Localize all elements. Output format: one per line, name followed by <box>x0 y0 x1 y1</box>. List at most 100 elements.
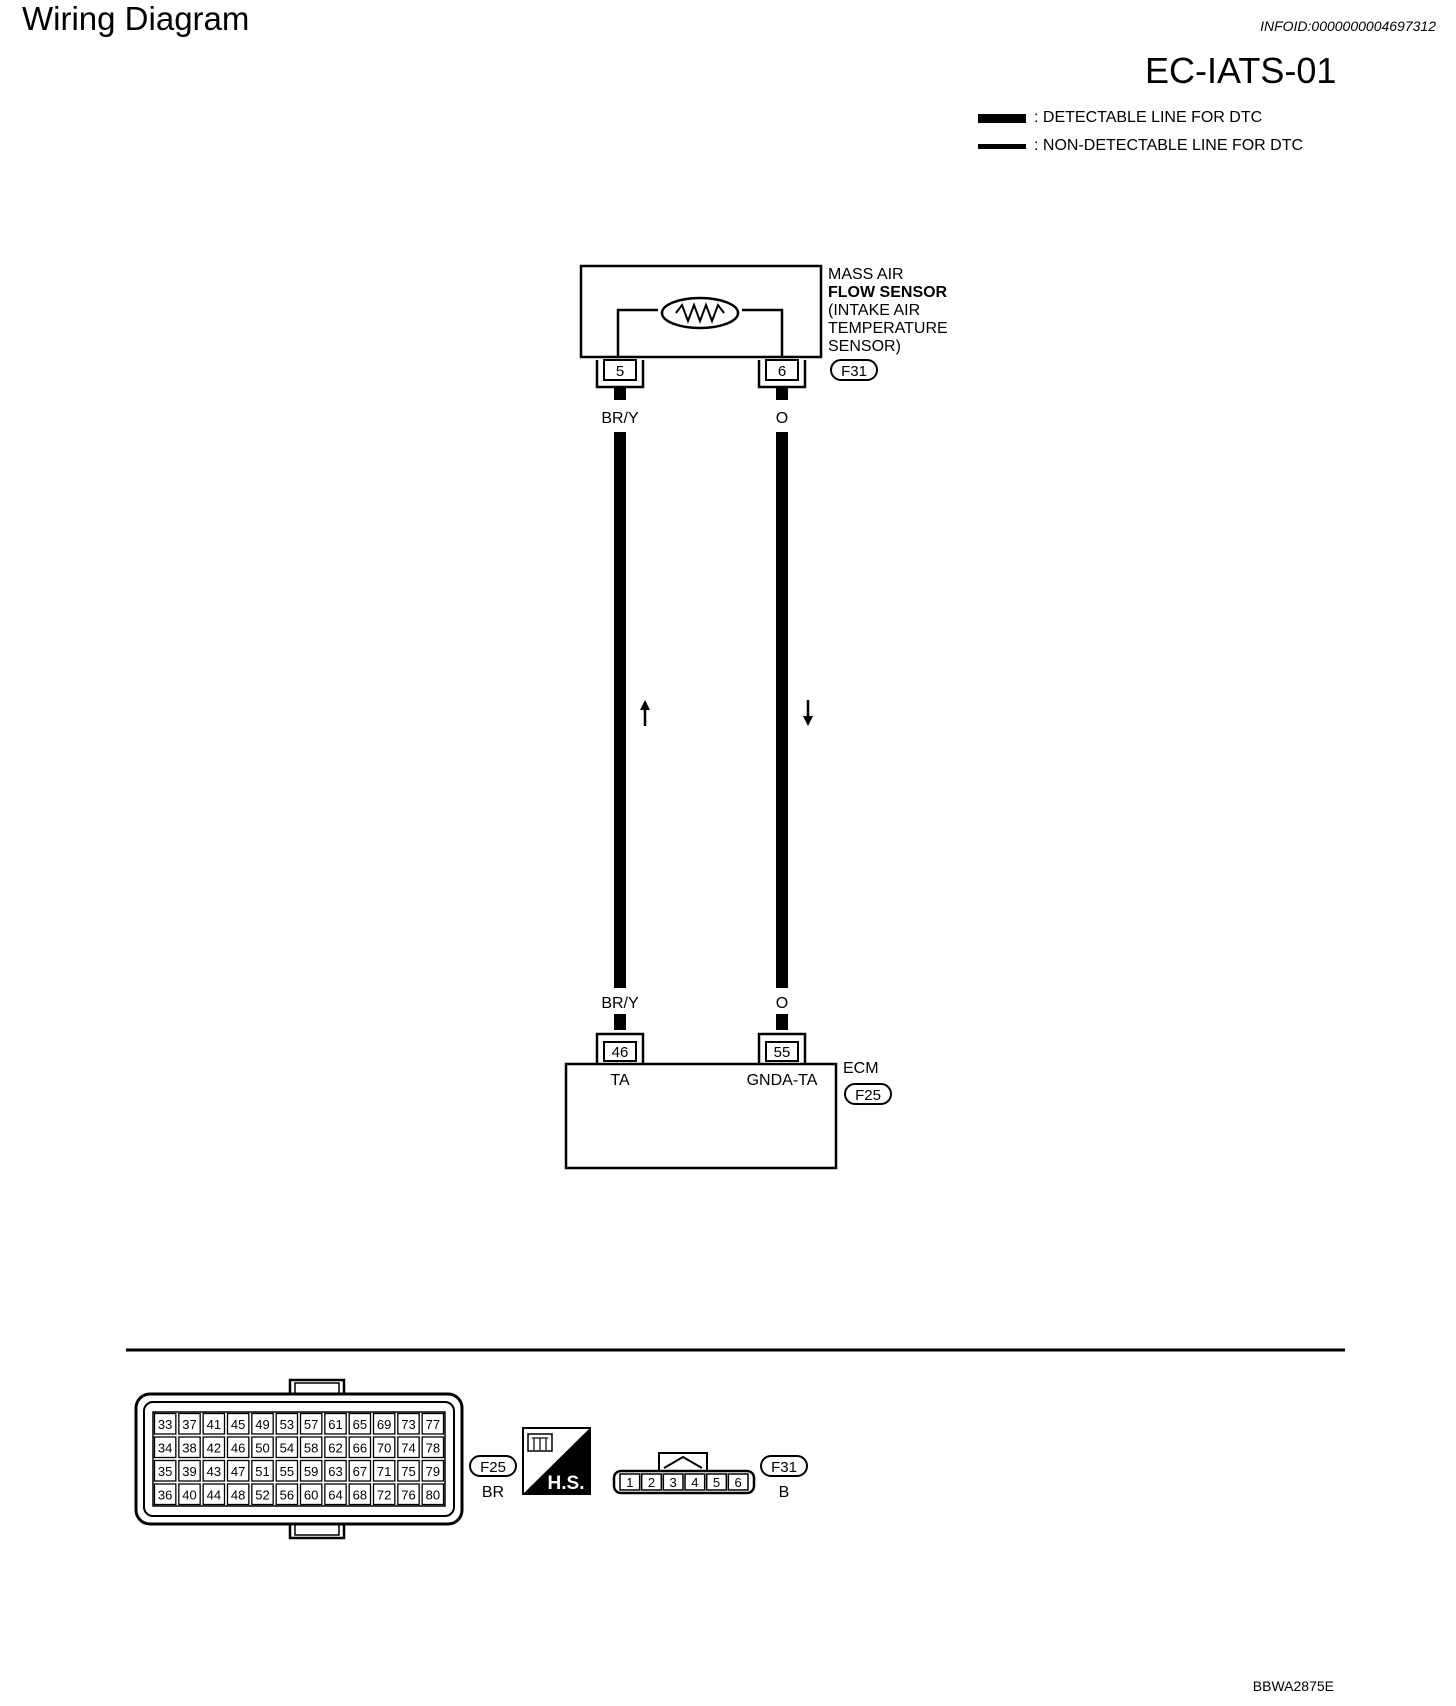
wire-color-label: O <box>776 995 788 1012</box>
ecm-connector-id: F25 <box>855 1087 881 1104</box>
mass-air-flow-sensor: MASS AIR FLOW SENSOR (INTAKE AIR TEMPERA… <box>579 264 948 381</box>
ecm-pin-signal: GNDA-TA <box>747 1072 818 1089</box>
f25-pin-number: 44 <box>207 1487 221 1502</box>
f25-pin-cell: 79 <box>421 1459 445 1482</box>
f25-pin-cell: 44 <box>202 1483 226 1506</box>
f25-pin-number: 72 <box>377 1487 391 1502</box>
f25-pin-cell: 42 <box>202 1436 226 1459</box>
f25-pin-cell: 41 <box>202 1412 226 1435</box>
f25-pin-number: 68 <box>353 1487 367 1502</box>
f31-pin-number: 1 <box>626 1475 633 1490</box>
f25-pin-cell: 52 <box>251 1483 274 1506</box>
f25-pin-cell: 62 <box>324 1436 347 1459</box>
f25-connector-housing <box>134 1392 464 1526</box>
f25-pin-cell: 48 <box>226 1483 250 1506</box>
f25-pin-number: 80 <box>426 1487 440 1502</box>
sensor-pin-number: 5 <box>616 363 624 380</box>
harness-side-badge: H.S. <box>522 1427 591 1495</box>
sensor-pin-number: 6 <box>778 363 786 380</box>
f25-pin-cell: 36 <box>153 1483 177 1506</box>
info-id: INFOID:0000000004697312 <box>1260 18 1436 34</box>
ecm-pin-signal: TA <box>610 1072 630 1089</box>
f25-pin-number: 56 <box>280 1487 294 1502</box>
sensor-pin-5: 5 <box>595 359 645 389</box>
f25-pin-number: 74 <box>401 1440 415 1455</box>
f25-pin-cell: 72 <box>372 1483 396 1506</box>
sensor-label-line: SENSOR) <box>828 338 901 355</box>
arrow-up-icon <box>640 700 650 726</box>
f25-pin-number: 63 <box>328 1464 342 1479</box>
f25-pin-cell: 53 <box>275 1412 299 1435</box>
ecm-label: ECM <box>843 1060 879 1077</box>
f25-pin-cell: 63 <box>324 1459 347 1482</box>
f25-pin-cell: 49 <box>251 1412 274 1435</box>
f31-pin-cell: 1 <box>619 1473 641 1491</box>
f25-pin-number: 49 <box>255 1417 269 1432</box>
f25-pin-number: 79 <box>426 1464 440 1479</box>
f25-pin-number: 45 <box>231 1417 245 1432</box>
f31-pin-cell: 4 <box>684 1473 706 1491</box>
f25-pin-cell: 34 <box>153 1436 177 1459</box>
harness-side-label: H.S. <box>548 1473 585 1494</box>
f25-pin-number: 58 <box>304 1440 318 1455</box>
f25-pin-number: 47 <box>231 1464 245 1479</box>
sensor-label-line: FLOW SENSOR <box>828 284 948 301</box>
f25-pin-cell: 75 <box>397 1459 420 1482</box>
legend-non-detectable: : NON-DETECTABLE LINE FOR DTC <box>978 136 1303 156</box>
f25-connector-id: F25 <box>480 1459 506 1476</box>
f25-pin-cell: 37 <box>178 1412 201 1435</box>
f31-connector-color: B <box>779 1484 790 1501</box>
f31-pin-number: 6 <box>735 1475 742 1490</box>
f25-pin-cell: 66 <box>348 1436 372 1459</box>
sensor-body <box>579 264 823 359</box>
f25-pin-number: 48 <box>231 1487 245 1502</box>
f25-pin-cell: 73 <box>397 1412 420 1435</box>
sensor-label-line: (INTAKE AIR <box>828 302 920 319</box>
sensor-label-line: TEMPERATURE <box>828 320 948 337</box>
f31-pin-cell: 6 <box>727 1473 749 1491</box>
f25-pin-number: 38 <box>182 1440 196 1455</box>
f25-pin-number: 59 <box>304 1464 318 1479</box>
f25-pin-cell: 69 <box>372 1412 396 1435</box>
f25-pin-cell: 55 <box>275 1459 299 1482</box>
wire-color-label: O <box>776 410 788 427</box>
wire-br-y: BR/Y BR/Y <box>601 387 650 1030</box>
f25-pin-number: 53 <box>280 1417 294 1432</box>
sensor-label-line: MASS AIR <box>828 266 904 283</box>
sensor-label: MASS AIR FLOW SENSOR (INTAKE AIR TEMPERA… <box>828 266 948 355</box>
f25-pin-cell: 80 <box>421 1483 445 1506</box>
f25-connector-badge <box>469 1455 517 1477</box>
f25-pin-number: 62 <box>328 1440 342 1455</box>
f25-pin-cell: 38 <box>178 1436 201 1459</box>
f25-pin-number: 64 <box>328 1487 342 1502</box>
f25-pin-cell: 33 <box>153 1412 177 1435</box>
f25-pin-number: 69 <box>377 1417 391 1432</box>
diagram-id: EC-IATS-01 <box>1145 50 1337 91</box>
f25-pin-number: 50 <box>255 1440 269 1455</box>
ecm: TA GNDA-TA ECM F25 <box>564 1060 892 1170</box>
f25-pin-number: 54 <box>280 1440 294 1455</box>
f25-pin-cell: 46 <box>226 1436 250 1459</box>
f25-pin-cell: 59 <box>299 1459 323 1482</box>
f25-pin-number: 73 <box>401 1417 415 1432</box>
f25-pin-number: 51 <box>255 1464 269 1479</box>
ecm-pin-number: 55 <box>774 1044 791 1061</box>
f25-pin-number: 60 <box>304 1487 318 1502</box>
f31-pin-cell: 3 <box>662 1473 684 1491</box>
f25-pin-cell: 45 <box>226 1412 250 1435</box>
f25-pin-cell: 74 <box>397 1436 420 1459</box>
ecm-body <box>564 1062 838 1170</box>
f25-pin-cell: 76 <box>397 1483 420 1506</box>
f31-pin-number: 2 <box>648 1475 655 1490</box>
f25-pin-number: 39 <box>182 1464 196 1479</box>
f25-pin-number: 61 <box>328 1417 342 1432</box>
f25-pin-cell: 39 <box>178 1459 201 1482</box>
f25-pin-number: 76 <box>401 1487 415 1502</box>
f25-pin-cell: 78 <box>421 1436 445 1459</box>
f25-pin-number: 77 <box>426 1417 440 1432</box>
f25-pin-cell: 51 <box>251 1459 274 1482</box>
f25-pin-cell: 43 <box>202 1459 226 1482</box>
f25-pin-number: 55 <box>280 1464 294 1479</box>
